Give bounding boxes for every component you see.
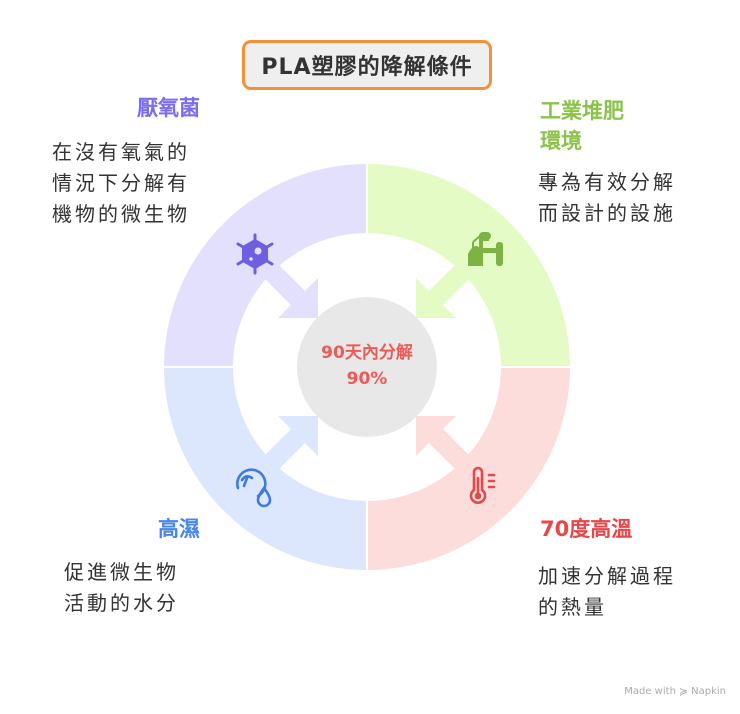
desc-line: 情況下分解有 xyxy=(52,171,190,195)
arrow-humidity-to-center xyxy=(265,416,318,469)
desc-line: 機物的微生物 xyxy=(52,202,190,226)
center-label-line1: 90天內分解 xyxy=(321,343,413,363)
label-high-temperature: 70度高溫 xyxy=(540,517,633,541)
napkin-logo-icon: ≽ xyxy=(678,685,689,698)
desc-anaerobic: 在沒有氧氣的 情況下分解有 機物的微生物 xyxy=(52,137,222,230)
humidity-gauge-icon xyxy=(236,468,272,508)
arrow-compost-to-center xyxy=(416,265,469,318)
title-box: PLA塑膠的降解條件 xyxy=(242,40,492,90)
sector-humidity xyxy=(164,368,366,570)
desc-line: 活動的水分 xyxy=(64,591,179,615)
desc-line: 而設計的設施 xyxy=(538,201,676,225)
center-label-line2: 90% xyxy=(346,369,388,389)
bacteria-icon xyxy=(236,233,274,275)
label-humidity: 高濕 xyxy=(158,517,200,541)
footer-brand: Napkin xyxy=(691,686,726,697)
center-label: 90天內分解 90% xyxy=(297,340,437,392)
label-anaerobic: 厭氧菌 xyxy=(137,96,200,120)
arrow-anaerobic-to-center xyxy=(265,265,318,318)
footer-made-with: Made with xyxy=(624,686,676,697)
desc-line: 加速分解過程 xyxy=(538,564,676,588)
diagram-title: PLA塑膠的降解條件 xyxy=(261,55,473,80)
label-industrial-compost: 工業堆肥 環境 xyxy=(540,96,690,156)
desc-industrial-compost: 專為有效分解 而設計的設施 xyxy=(538,167,728,229)
desc-high-temperature: 加速分解過程 的熱量 xyxy=(538,561,728,623)
center-circle xyxy=(297,297,437,437)
sector-high-temperature xyxy=(368,368,570,570)
desc-line: 專為有效分解 xyxy=(538,170,676,194)
factory-icon xyxy=(468,232,503,266)
sector-anaerobic xyxy=(164,164,366,366)
thermometer-icon xyxy=(469,466,496,504)
desc-line: 的熱量 xyxy=(538,595,607,619)
napkin-attribution[interactable]: Made with ≽ Napkin xyxy=(624,685,726,698)
label-line: 工業堆肥 xyxy=(540,99,624,123)
desc-line: 促進微生物 xyxy=(64,560,179,584)
arrow-temperature-to-center xyxy=(416,416,469,469)
label-line: 環境 xyxy=(540,129,582,153)
desc-humidity: 促進微生物 活動的水分 xyxy=(64,557,234,619)
desc-line: 在沒有氧氣的 xyxy=(52,140,190,164)
